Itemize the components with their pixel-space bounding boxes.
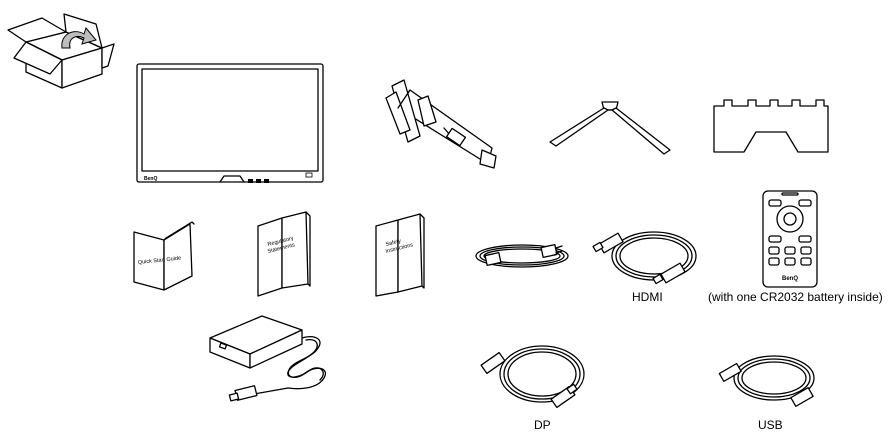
monitor-logo: BenQ [144,176,157,182]
open-box-icon [4,8,116,90]
power-cord-illustration [470,238,574,274]
stand-arm-illustration [384,76,508,172]
remote-logo: BenQ [782,276,798,282]
monitor-illustration: BenQ [136,63,324,187]
cable-cover-illustration [712,96,830,154]
stand-base-illustration [548,98,672,156]
hdmi-cable-illustration [592,222,702,288]
power-adapter-illustration [206,308,340,408]
remote-battery-caption: (with one CR2032 battery inside) [708,290,883,304]
dp-caption: DP [534,418,551,432]
remote-control-illustration: BenQ [762,190,818,288]
quick-start-guide-booklet: Quick Start Guide [130,220,198,292]
usb-caption: USB [758,418,783,432]
hdmi-caption: HDMI [632,290,663,304]
safety-instructions-booklet: Safety Instructions [374,212,426,298]
quick-start-guide-label: Quick Start Guide [138,255,182,266]
dp-cable-illustration [480,336,592,416]
usb-cable-illustration [718,344,822,414]
regulatory-statements-booklet: Regulatory Statements [254,210,312,298]
safety-label-line1: Safety [385,238,402,248]
